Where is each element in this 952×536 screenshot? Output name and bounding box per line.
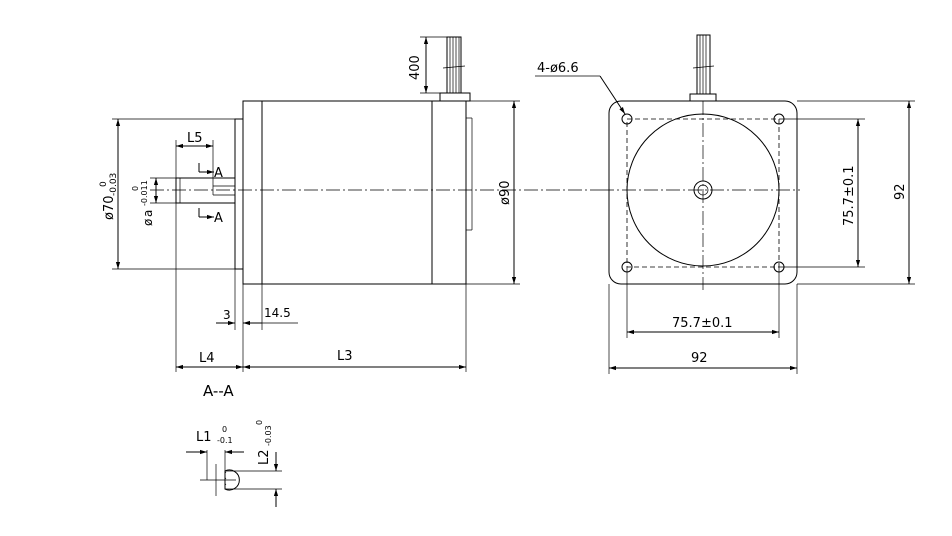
dim-14-5-label: 14.5 xyxy=(264,306,291,320)
L1-label: L1 0 -0.1 xyxy=(196,425,233,445)
svg-text:a: a xyxy=(141,210,155,217)
lead-wires xyxy=(439,36,471,102)
motor-pilot xyxy=(234,118,244,270)
lead-length-label: 400 xyxy=(408,55,423,80)
dia-70-label: ø70 0 -0.03 xyxy=(99,173,119,220)
bolt-pitch-h-label: 75.7±0.1 xyxy=(672,316,733,331)
svg-text:ø70: ø70 xyxy=(102,196,117,221)
svg-text:-0.1: -0.1 xyxy=(217,436,233,445)
svg-text:-0.03: -0.03 xyxy=(109,173,119,196)
dia-shaft-label: ø a 0 -0.011 xyxy=(131,180,155,226)
svg-text:L1: L1 xyxy=(196,430,212,445)
motor-body xyxy=(261,100,433,285)
holes-label: 4-ø6.6 xyxy=(537,61,579,76)
svg-text:0: 0 xyxy=(131,186,140,191)
svg-text:-0.03: -0.03 xyxy=(264,425,273,446)
svg-text:ø: ø xyxy=(141,219,155,226)
svg-text:0: 0 xyxy=(255,420,264,425)
front-lead-wires xyxy=(689,34,717,102)
L4-label: L4 xyxy=(199,351,215,366)
motor-rear-cap xyxy=(431,100,467,285)
L2-label: L2 0 -0.03 xyxy=(255,420,273,465)
section-mark-bottom: A xyxy=(214,211,223,226)
svg-text:L2: L2 xyxy=(257,449,272,465)
L3-label: L3 xyxy=(337,349,353,364)
flange-h-label: 92 xyxy=(691,351,708,366)
bolt-pitch-v-label: 75.7±0.1 xyxy=(842,165,857,226)
section-mark-top: A xyxy=(214,166,223,181)
L5-label: L5 xyxy=(187,131,203,146)
flange-v-label: 92 xyxy=(893,183,908,200)
section-shaft xyxy=(224,469,240,491)
svg-text:0: 0 xyxy=(222,425,227,434)
svg-text:-0.011: -0.011 xyxy=(140,180,149,206)
svg-text:0: 0 xyxy=(99,181,109,187)
motor-flange xyxy=(242,100,263,285)
dia-90-label: ø90 xyxy=(498,181,513,206)
shaft xyxy=(175,177,236,204)
dim-3-label: 3 xyxy=(223,308,231,322)
section-view: A--A L1 0 -0.1 xyxy=(186,382,282,507)
mounting-hole xyxy=(621,113,633,125)
section-title: A--A xyxy=(203,382,234,400)
front-view: 4-ø6.6 75.7±0.1 92 75.7±0.1 92 xyxy=(535,34,915,374)
front-shaft xyxy=(693,180,713,200)
side-view: 400 ø70 0 -0.03 ø a 0 -0.011 L5 A A xyxy=(99,36,600,372)
